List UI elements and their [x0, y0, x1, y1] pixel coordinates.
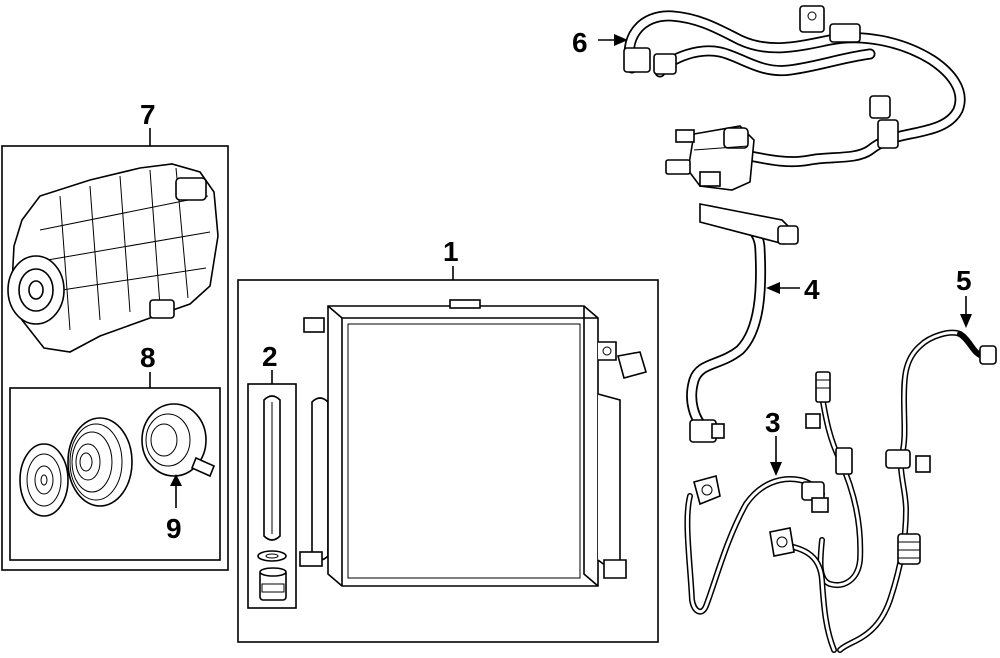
hose-assembly-6 [623, 5, 966, 191]
callout-9-arrow [170, 474, 182, 486]
drier-seal [257, 550, 287, 562]
line-5 [837, 329, 997, 653]
callout-8: 8 [140, 342, 156, 373]
callout-7: 7 [140, 99, 156, 130]
drier-cap [259, 567, 287, 601]
callout-4-arrow [766, 282, 780, 294]
condenser-group-box [237, 279, 659, 643]
callout-4: 4 [804, 274, 820, 305]
compressor-group-box [1, 145, 229, 571]
callout-6-arrow [614, 34, 628, 46]
drier-desiccant [263, 395, 281, 541]
callout-2: 2 [262, 341, 278, 372]
clutch-group-box [9, 387, 221, 561]
clutch-coil [141, 403, 216, 478]
condenser-group: 1 2 [237, 236, 659, 643]
callout-5-arrow [960, 314, 972, 328]
hose-4 [686, 203, 799, 443]
compressor [7, 163, 219, 353]
callout-3-arrow [770, 462, 782, 476]
callout-3: 3 [765, 407, 781, 438]
callout-9: 9 [166, 513, 182, 544]
callout-6: 6 [572, 27, 588, 58]
clutch-pulley [67, 417, 133, 507]
line-3 [684, 371, 864, 653]
condenser [299, 299, 648, 587]
clutch-hub [19, 443, 69, 517]
callout-5: 5 [956, 265, 972, 296]
compressor-group: 7 8 [1, 99, 229, 571]
callout-1: 1 [443, 236, 459, 267]
